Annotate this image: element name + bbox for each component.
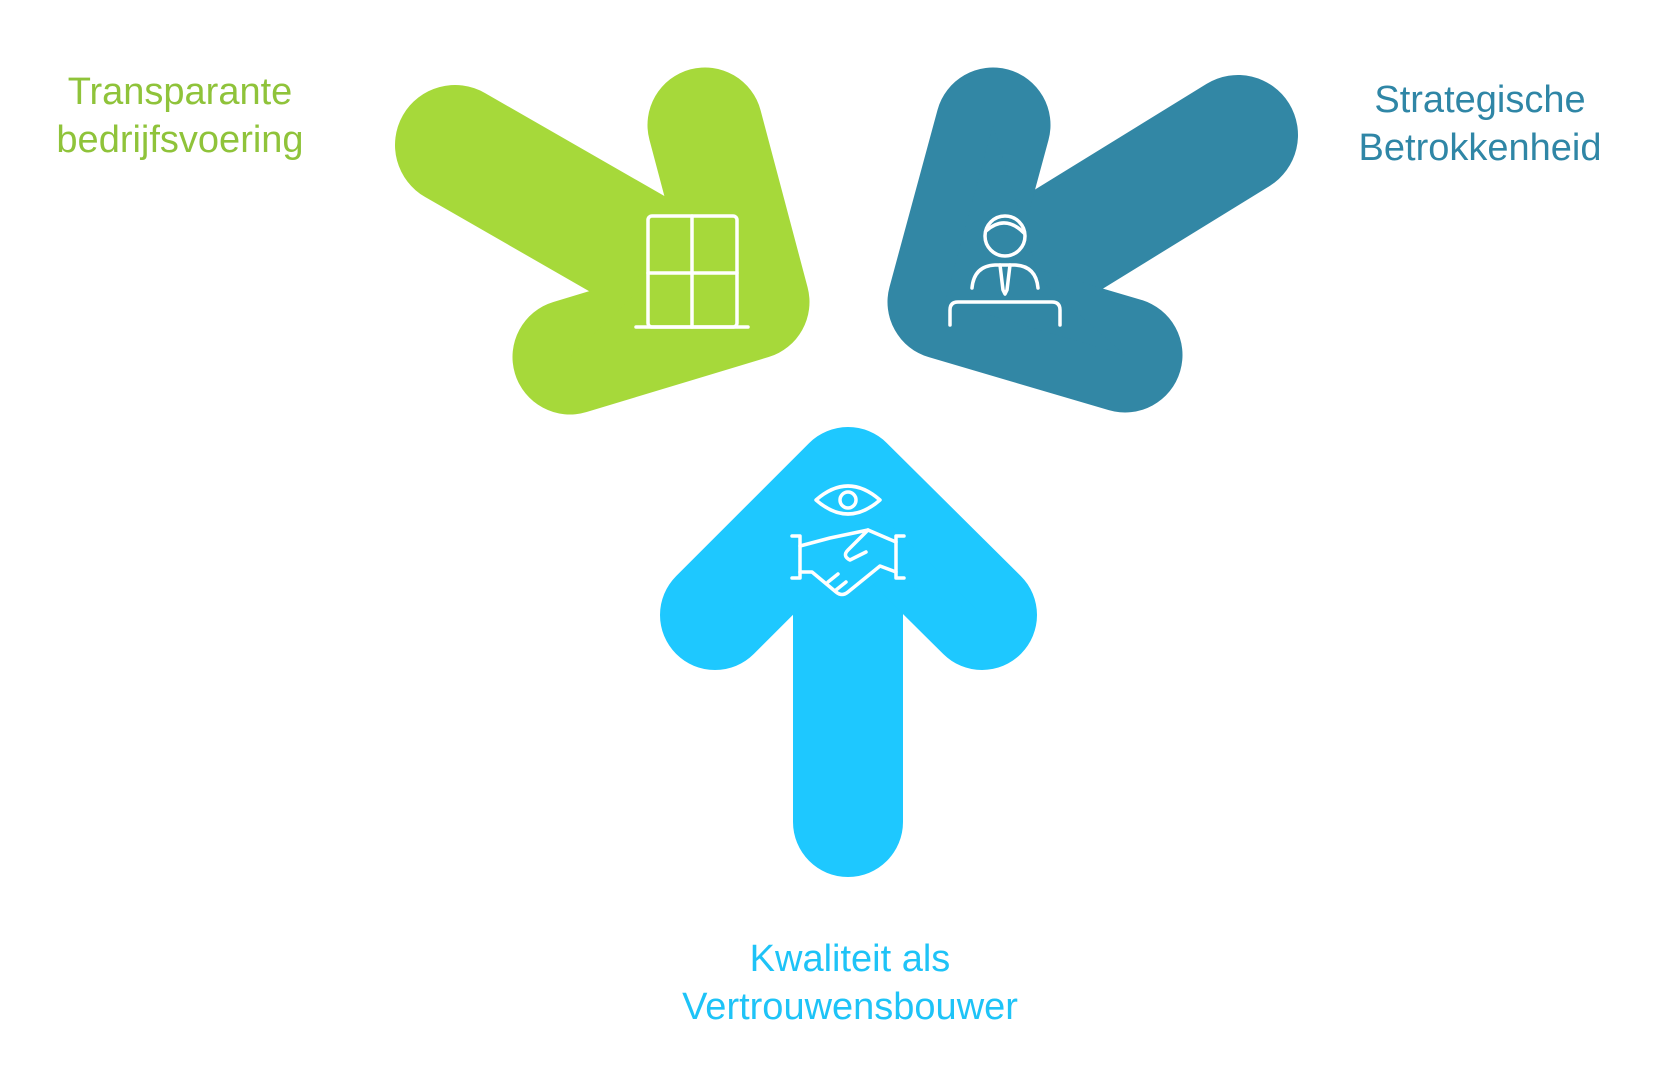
label-kwaliteit-line1: Kwaliteit als [749,938,951,980]
green-arrow-head-fill [570,125,752,357]
label-strategische: Strategische Betrokkenheid [1320,76,1640,172]
label-kwaliteit: Kwaliteit als Vertrouwensbouwer [640,935,1060,1031]
label-kwaliteit-line2: Vertrouwensbouwer [682,986,1018,1028]
window-icon [634,214,750,329]
label-transparante-line2: bedrijfsvoering [56,119,304,161]
label-strategische-line1: Strategische [1374,79,1586,121]
green-arrow [395,67,810,415]
teal-arrow [887,67,1298,413]
eye-handshake-icon [790,484,906,597]
label-strategische-line2: Betrokkenheid [1358,127,1602,169]
person-at-desk-icon [948,214,1062,327]
label-transparante-line1: Transparante [67,71,293,113]
label-transparante: Transparante bedrijfsvoering [20,68,340,164]
teal-arrow-head-fill [945,125,1125,355]
